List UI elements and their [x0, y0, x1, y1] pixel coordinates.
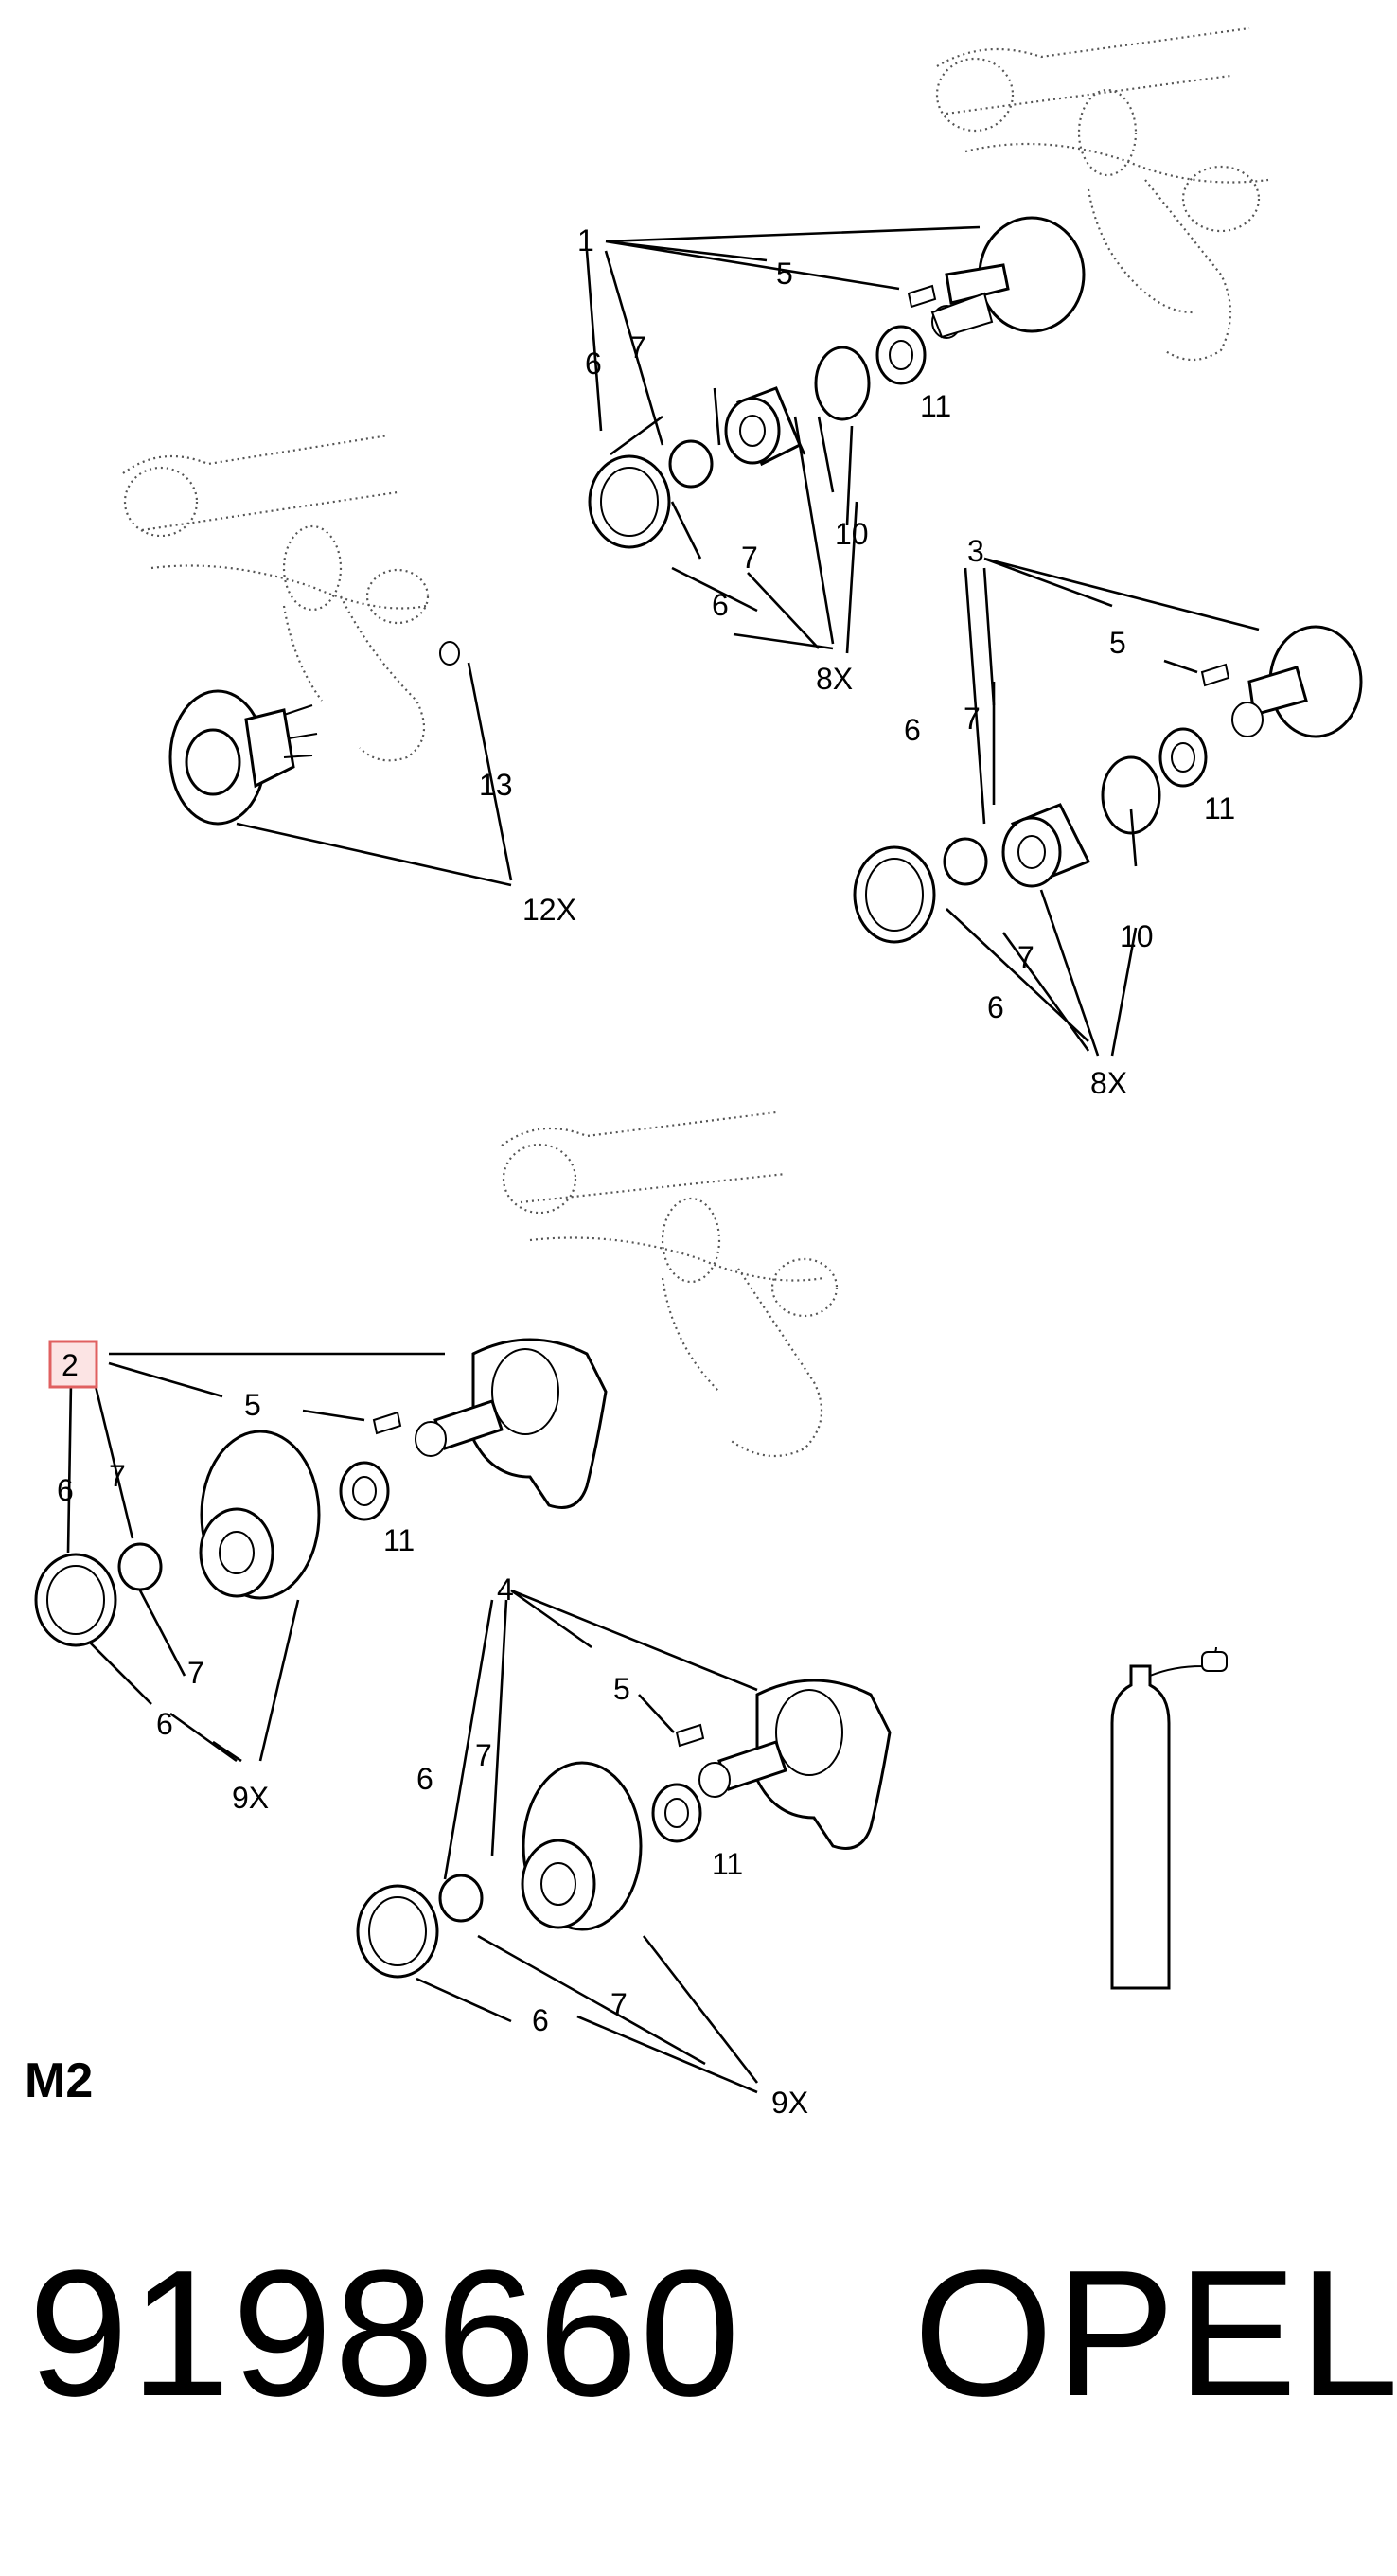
callout-7-mid: 7 — [964, 702, 981, 736]
callout-8x-top: 8X — [816, 662, 853, 696]
callout-13: 13 — [479, 768, 513, 802]
assembly-lower-left — [34, 1338, 608, 1647]
grease-tube — [1110, 1646, 1228, 1990]
callout-7-lower-left: 7 — [109, 1459, 126, 1493]
callout-7-lower-right: 7 — [475, 1738, 492, 1772]
callout-5-lower-right: 5 — [613, 1672, 630, 1706]
callout-8x-mid: 8X — [1090, 1066, 1127, 1100]
assembly-mid — [853, 625, 1363, 944]
part-number: 9198660 — [28, 2233, 742, 2434]
callout-11-lower-left: 11 — [383, 1523, 415, 1557]
callout-5-mid: 5 — [1109, 626, 1126, 660]
callout-7-top: 7 — [629, 330, 646, 364]
leader-lines — [66, 225, 1260, 2094]
callout-6-mid: 6 — [904, 713, 921, 747]
callout-4: 4 — [497, 1572, 514, 1607]
callout-6-lower-left: 6 — [57, 1473, 74, 1507]
axle-sketch-left — [122, 434, 430, 762]
callout-2: 2 — [62, 1348, 79, 1382]
callout-6-lower-right: 6 — [416, 1762, 433, 1796]
callout-10-mid: 10 — [1120, 919, 1154, 953]
assembly-lower-right — [356, 1679, 892, 1979]
callout-2-highlight — [48, 1340, 98, 1389]
callout-5-lower-left: 5 — [244, 1388, 261, 1422]
callout-1: 1 — [577, 223, 594, 258]
callout-10-top: 10 — [835, 517, 869, 551]
callout-6b-lower-left: 6 — [156, 1707, 173, 1741]
axle-sketch-top — [935, 27, 1269, 361]
callout-11-lower-right: 11 — [712, 1847, 743, 1881]
callout-3: 3 — [967, 534, 984, 568]
assembly-left-hub — [168, 641, 460, 826]
callout-6b-top: 6 — [712, 588, 729, 622]
callout-11-top: 11 — [920, 389, 951, 423]
callout-12x: 12X — [522, 893, 576, 927]
assembly-top — [588, 216, 1086, 549]
callout-7b-lower-right: 7 — [610, 1987, 628, 2021]
callout-6b-lower-right: 6 — [532, 2003, 549, 2037]
callout-5-top: 5 — [776, 257, 793, 291]
callout-9x-lower-right: 9X — [771, 2086, 808, 2120]
callout-7b-mid: 7 — [1017, 940, 1034, 974]
callout-7b-top: 7 — [741, 541, 758, 575]
callout-7b-lower-left: 7 — [187, 1656, 204, 1690]
axle-sketch-lower — [501, 1110, 839, 1458]
callout-9x-lower-left: 9X — [232, 1781, 269, 1815]
callout-labels: 1 5 6 7 11 10 7 6 8X 13 12X 3 5 6 7 11 1… — [48, 223, 1235, 2120]
callout-6b-mid: 6 — [987, 990, 1004, 1024]
callout-11-mid: 11 — [1204, 791, 1235, 826]
brand-name: OPEL — [913, 2233, 1397, 2434]
section-code: M2 — [25, 2053, 94, 2108]
callout-6-top: 6 — [585, 346, 602, 381]
